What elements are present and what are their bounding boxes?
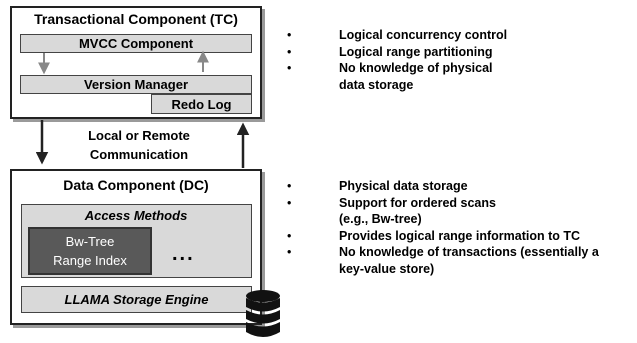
dc-bullet-continuation: key-value store) <box>339 261 435 276</box>
redo-log: Redo Log <box>151 94 252 114</box>
bullet-marker: • <box>287 44 292 59</box>
llama-storage-engine: LLAMA Storage Engine <box>21 286 252 313</box>
access-methods-label: Access Methods <box>84 208 188 223</box>
bwtree-line-2: Range Index <box>53 253 127 268</box>
access-methods-box: Access Methods Bw-Tree Range Index ... <box>21 204 252 278</box>
bwtree-line-1: Bw-Tree <box>65 234 115 249</box>
dc-bullet-item: •Physical data storage <box>287 179 468 193</box>
tc-bullet-item: •Logical concurrency control <box>287 28 508 42</box>
mvcc-component: MVCC Component <box>20 34 252 53</box>
version-manager: Version Manager <box>20 75 252 94</box>
more-methods-ellipsis: ... <box>172 243 195 265</box>
dc-bullet-item: •Provides logical range information to T… <box>287 228 581 243</box>
bwtree-range-index: Bw-Tree Range Index <box>28 227 152 275</box>
communication-line-1: Local or Remote <box>88 128 190 143</box>
bullet-marker: • <box>287 195 292 210</box>
tc-bullet-item: •No knowledge of physical <box>287 61 493 75</box>
communication-line-2: Communication <box>89 147 189 162</box>
database-icon <box>246 290 280 337</box>
bullet-marker: • <box>287 245 292 259</box>
dc-bullet-item: •No knowledge of transactions (essential… <box>287 245 599 259</box>
dc-characteristics-list: •Physical data storage •Support for orde… <box>287 178 599 277</box>
tc-bullet-continuation: data storage <box>339 77 414 92</box>
communication-label: Local or Remote Communication <box>66 126 212 164</box>
transactional-component-box: Transactional Component (TC) MVCC Compon… <box>10 6 262 119</box>
dc-title: Data Component (DC) <box>63 177 209 193</box>
data-component-box: Data Component (DC) Access Methods Bw-Tr… <box>10 169 262 325</box>
dc-bullet-item: •Support for ordered scans <box>287 195 496 210</box>
bullet-marker: • <box>287 228 292 243</box>
bullet-marker: • <box>287 61 292 75</box>
tc-bullet-item: •Logical range partitioning <box>287 44 493 59</box>
tc-title: Transactional Component (TC) <box>34 11 238 27</box>
bullet-marker: • <box>287 179 292 193</box>
bullet-marker: • <box>287 28 292 42</box>
dc-bullet-continuation: (e.g., Bw-tree) <box>339 212 422 226</box>
tc-characteristics-list: •Logical concurrency control •Logical ra… <box>287 27 507 93</box>
